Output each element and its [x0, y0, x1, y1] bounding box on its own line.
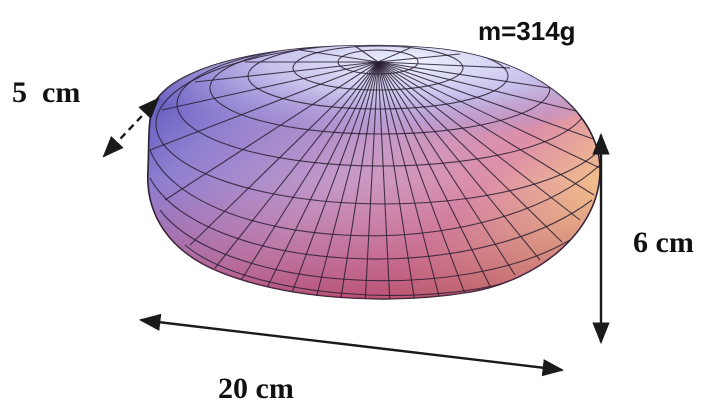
depth-dimension-arrow: [102, 97, 160, 158]
ellipsoid-shape: [147, 44, 601, 300]
length-label: 20 cm: [218, 372, 294, 405]
length-dimension-arrow: [138, 313, 565, 377]
depth-label: 5 cm: [12, 76, 80, 109]
mesh-meridian-lines: [149, 45, 600, 299]
mass-label: m=314g: [478, 16, 576, 46]
height-label: 6 cm: [633, 226, 694, 259]
